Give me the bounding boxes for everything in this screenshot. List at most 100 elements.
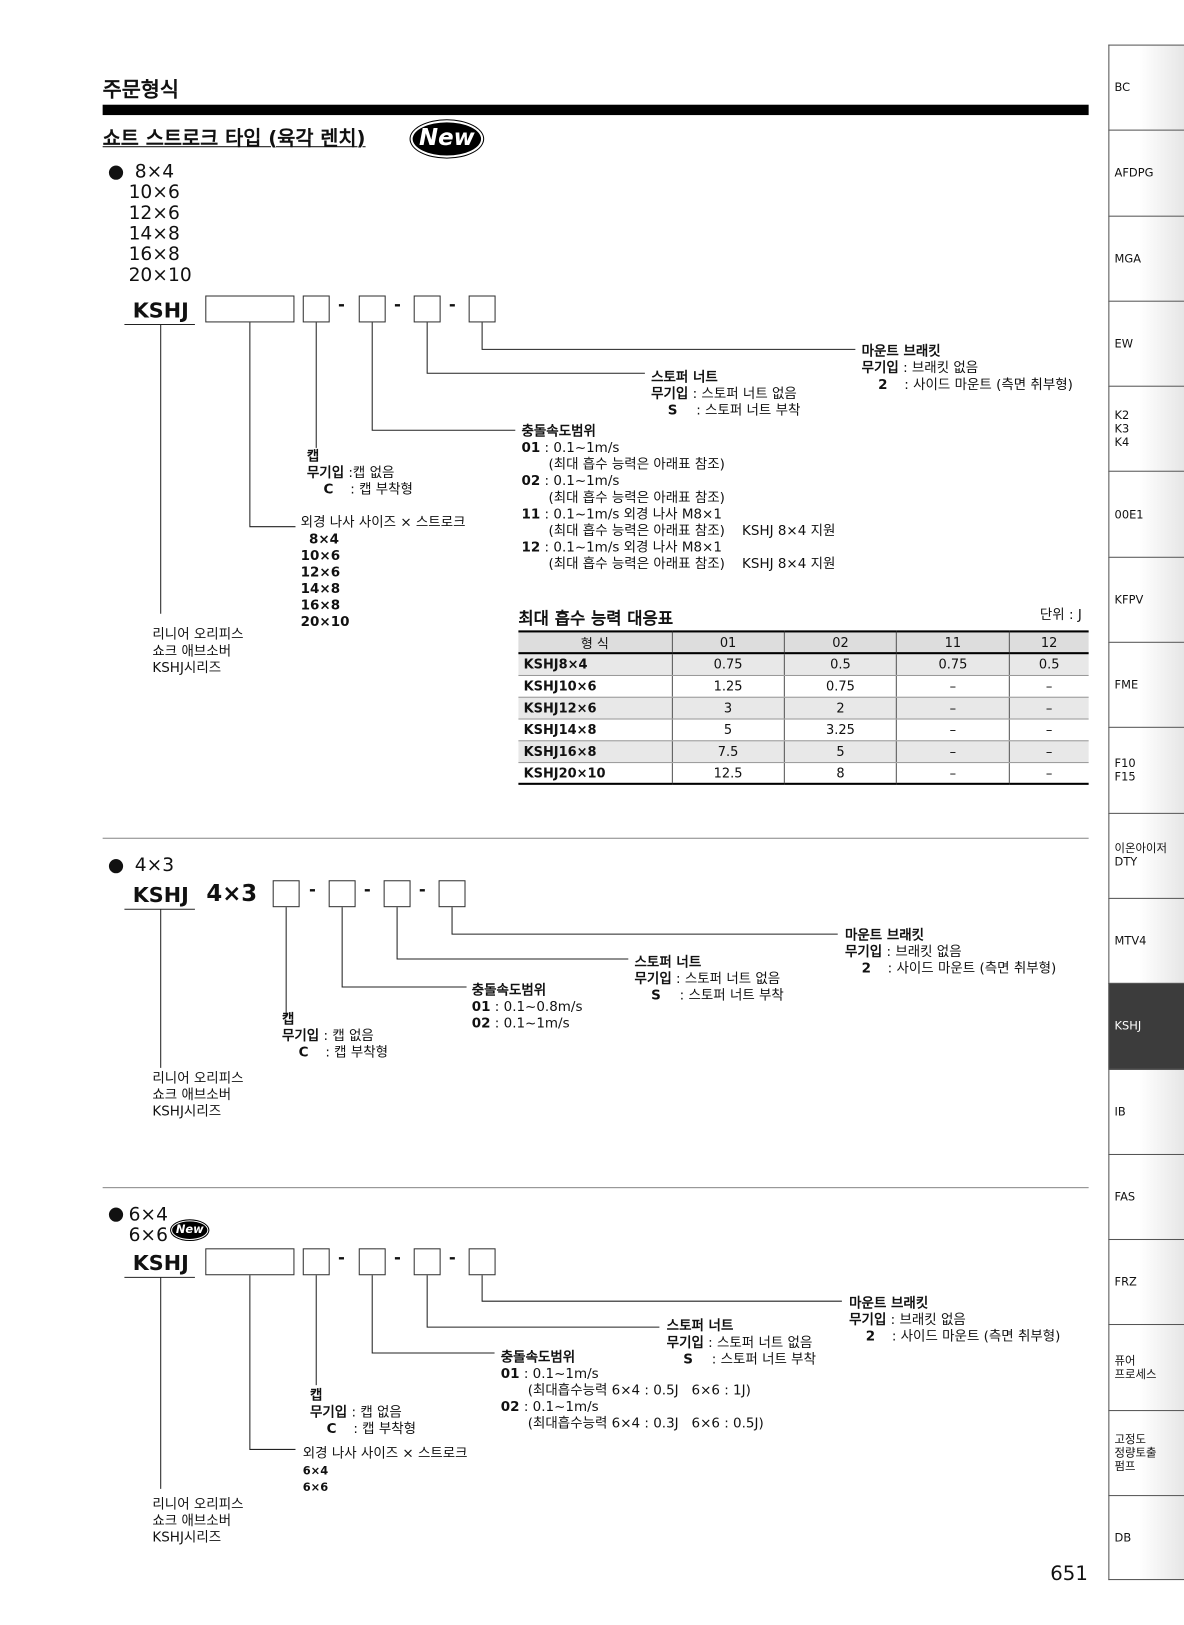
sidebar-tab-ib[interactable]: IB [1108, 1068, 1184, 1154]
sidebar-tab-kfpv[interactable]: KFPV [1108, 556, 1184, 642]
option-key: 무기입 [844, 944, 883, 961]
speed-option: 충돌속도범위 01 : 0.1~1m/s (최대흡수능력 6×4 : 0.5J … [501, 1350, 764, 1433]
separator: - [393, 1247, 401, 1267]
cell: KSHJ8×4 [518, 653, 672, 676]
sidebar-tab-ew[interactable]: EW [1108, 300, 1184, 386]
option-value: : 브래킷 없음 [898, 360, 979, 377]
cell: – [1008, 674, 1089, 698]
option-note: (최대흡수능력 6×4 : 0.3J 6×6 : 0.5J) [527, 1416, 764, 1432]
option-title: 충돌속도범위 [471, 982, 547, 999]
sidebar-tab-frz[interactable]: FRZ [1108, 1239, 1184, 1325]
option-value: 16×8 [300, 598, 341, 614]
option-value: 20×10 [300, 614, 350, 631]
option-value: : 스토퍼 너트 부착 [707, 1351, 816, 1368]
section-divider [102, 837, 1089, 839]
sidebar-tab-db[interactable]: DB [1108, 1495, 1184, 1581]
option-title: 스토퍼 너트 [634, 954, 702, 971]
option-key: 01 [471, 999, 491, 1016]
option-value: 6×4 [302, 1463, 329, 1478]
speed-code-box [358, 1248, 386, 1276]
cell: KSHJ20×10 [518, 762, 672, 785]
option-value: 10×6 [300, 548, 341, 565]
bullet-icon: ● [107, 160, 125, 183]
model-code: KSHJ [132, 1250, 189, 1276]
page-number: 651 [1050, 1562, 1088, 1586]
option-value: : 0.1~1m/s 외경 나사 M8×1 [540, 506, 722, 523]
option-key: 01 [521, 440, 541, 457]
size-item: 12×6 [128, 202, 180, 224]
stopper-code-box [413, 1248, 441, 1276]
column-header: 12 [1008, 630, 1089, 655]
option-title: 충돌속도범위 [521, 424, 596, 440]
stopper-option: 스토퍼 너트 무기입 : 스토퍼 너트 없음 S : 스토퍼 너트 부착 [651, 370, 800, 420]
speed-option: 충돌속도범위 01 : 0.1~0.8m/s 02 : 0.1~1m/s [472, 983, 583, 1033]
option-key: 2 [865, 1329, 876, 1345]
sidebar-tab-f10-f15[interactable]: F10 F15 [1108, 727, 1184, 813]
cell: – [1008, 762, 1089, 785]
cell: 0.75 [896, 653, 1010, 676]
bullet-icon: ● [107, 1202, 125, 1225]
cell: 7.5 [671, 740, 785, 763]
stopper-code-box [413, 295, 441, 323]
category-sidebar: BC AFDPG MGA EW K2 K3 K4 00E1 KFPV FME F… [1108, 44, 1184, 1581]
size-item: 16×8 [128, 243, 180, 266]
separator: - [308, 879, 316, 899]
sidebar-tab-ionizer-dty[interactable]: 이온아이저 DTY [1108, 812, 1184, 898]
stopper-option: 스토퍼 너트 무기입 : 스토퍼 너트 없음 S : 스토퍼 너트 부착 [635, 955, 784, 1005]
option-key: S [683, 1351, 693, 1368]
separator: - [448, 294, 456, 315]
cell: 1.25 [671, 674, 785, 698]
sidebar-tab-mga[interactable]: MGA [1108, 215, 1184, 301]
model-code: KSHJ [132, 882, 189, 908]
sidebar-tab-fme[interactable]: FME [1108, 641, 1184, 728]
series-line: 리니어 오리피스 [152, 627, 244, 643]
cap-option: 캡 무기입 :캡 없음 C : 캡 부착형 [307, 449, 413, 499]
mount-code-box [468, 295, 496, 323]
mount-option: 마운트 브래킷 무기입 : 브래킷 없음 2 : 사이드 마운트 (측면 취부형… [862, 344, 1073, 394]
size-item: 20×10 [128, 264, 192, 287]
sidebar-tab-kshj[interactable]: KSHJ [1108, 983, 1184, 1069]
option-value: : 스토퍼 너트 없음 [688, 386, 797, 403]
option-title: 외경 나사 사이즈 × 스트로크 [302, 1446, 468, 1462]
sidebar-tab-bc[interactable]: BC [1108, 44, 1184, 130]
option-key: 12 [521, 540, 541, 556]
series-line: 리니어 오리피스 [152, 1071, 244, 1087]
option-title: 마운트 브래킷 [861, 344, 941, 360]
cell: 3 [671, 696, 785, 720]
series-line: 쇼크 애브소버 [152, 1513, 232, 1530]
option-note: (최대 흡수 능력은 아래표 참조) KSHJ 8×4 지원 [548, 523, 836, 540]
option-key: 무기입 [666, 1335, 704, 1351]
separator: - [393, 294, 401, 315]
sidebar-tab-fas[interactable]: FAS [1108, 1153, 1184, 1240]
cell: KSHJ12×6 [518, 696, 672, 720]
cell: 2 [783, 696, 897, 720]
option-key: 무기입 [306, 465, 345, 482]
sidebar-tab-00e1[interactable]: 00E1 [1108, 471, 1184, 557]
cell: 0.5 [1008, 653, 1089, 676]
sidebar-tab-k2-k3-k4[interactable]: K2 K3 K4 [1108, 385, 1184, 472]
sidebar-tab-mtv4[interactable]: MTV4 [1108, 897, 1184, 984]
option-value: : 사이드 마운트 (측면 취부형) [883, 961, 1057, 977]
option-value: : 0.1~1m/s 외경 나사 M8×1 [540, 540, 722, 556]
cell: 0.75 [783, 674, 897, 698]
sidebar-tab-pure-process[interactable]: 퓨어 프로세스 [1108, 1324, 1184, 1410]
mount-option: 마운트 브래킷 무기입 : 브래킷 없음 2 : 사이드 마운트 (측면 취부형… [845, 928, 1056, 978]
option-title: 충돌속도범위 [500, 1349, 576, 1366]
option-key: 무기입 [282, 1028, 320, 1045]
sidebar-tab-afdpg[interactable]: AFDPG [1108, 129, 1184, 216]
stopper-option: 스토퍼 너트 무기입 : 스토퍼 너트 없음 S : 스토퍼 너트 부착 [667, 1319, 816, 1369]
sidebar-tab-precision-pump[interactable]: 고정도 정량토출 펌프 [1108, 1409, 1184, 1496]
speed-option: 충돌속도범위 01 : 0.1~1m/s (최대 흡수 능력은 아래표 참조) … [522, 424, 836, 573]
option-value: : 사이드 마운트 (측면 취부형) [899, 377, 1073, 393]
cell: KSHJ14×8 [518, 718, 672, 741]
new-badge: New [409, 119, 485, 159]
option-value: : 브래킷 없음 [882, 944, 962, 961]
option-title: 스토퍼 너트 [666, 1318, 734, 1335]
option-value: : 0.1~1m/s [490, 1016, 570, 1032]
thread-option: 외경 나사 사이즈 × 스트로크 6×4 6×6 [303, 1446, 468, 1496]
option-key: 무기입 [651, 386, 689, 403]
